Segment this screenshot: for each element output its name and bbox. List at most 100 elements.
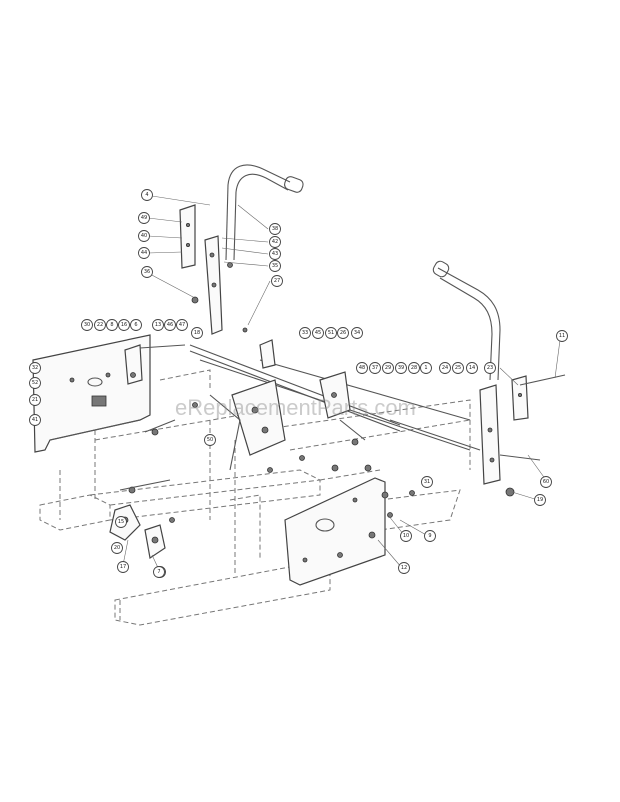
callout-27: 27 xyxy=(271,275,283,287)
callout-label: 18 xyxy=(194,330,200,336)
callout-10: 10 xyxy=(400,530,412,542)
callout-30: 30 xyxy=(81,319,93,331)
callout-label: 30 xyxy=(84,322,90,328)
right-hardware xyxy=(169,262,515,523)
callout-8: 8 xyxy=(106,319,118,331)
callout-13: 13 xyxy=(152,319,164,331)
callout-label: 19 xyxy=(537,497,543,503)
callout-circle xyxy=(312,327,324,339)
callout-label: 50 xyxy=(207,437,213,443)
callout-label: 52 xyxy=(32,380,38,386)
callout-circle xyxy=(408,362,420,374)
callout-41: 41 xyxy=(29,414,41,426)
callout-circle xyxy=(299,327,311,339)
callout-18: 18 xyxy=(191,327,203,339)
callout-37: 37 xyxy=(369,362,381,374)
callout-7: 7 xyxy=(153,566,165,578)
cross-shafts xyxy=(189,344,566,461)
callout-circle xyxy=(94,319,106,331)
callout-label: 6 xyxy=(134,322,137,328)
callout-47: 47 xyxy=(176,319,188,331)
left-steering-handle xyxy=(179,164,304,335)
right-side-plate xyxy=(284,477,386,586)
callout-circle xyxy=(420,362,432,374)
callout-label: 21 xyxy=(32,397,38,403)
callout-34: 34 xyxy=(351,327,363,339)
callout-35: 35 xyxy=(269,260,281,272)
callout-circle xyxy=(111,542,123,554)
callout-39: 39 xyxy=(395,362,407,374)
callout-circle xyxy=(540,476,552,488)
callout-circle xyxy=(398,562,410,574)
callout-label: 24 xyxy=(442,365,448,371)
callout-32: 32 xyxy=(29,362,41,374)
callout-label: 8 xyxy=(110,322,113,328)
callout-20: 20 xyxy=(111,542,123,554)
callout-label: 13 xyxy=(155,322,161,328)
callout-circle xyxy=(117,561,129,573)
callout-circle xyxy=(29,394,41,406)
callout-circle xyxy=(176,319,188,331)
callout-circle xyxy=(118,319,130,331)
callout-33: 33 xyxy=(299,327,311,339)
callout-label: 31 xyxy=(424,479,430,485)
callout-circle xyxy=(382,362,394,374)
callout-label: 43 xyxy=(272,251,278,257)
callout-label: 4 xyxy=(145,192,148,198)
callout-14: 14 xyxy=(466,362,478,374)
callout-circle xyxy=(138,212,150,224)
callout-45: 45 xyxy=(312,327,324,339)
callout-label: 36 xyxy=(144,269,150,275)
callout-circle xyxy=(29,362,41,374)
callout-label: 16 xyxy=(121,322,127,328)
callout-38: 38 xyxy=(269,223,281,235)
callout-25: 25 xyxy=(452,362,464,374)
callout-label: 47 xyxy=(179,322,185,328)
callout-circle xyxy=(484,362,496,374)
callout-circle xyxy=(356,362,368,374)
callout-label: 45 xyxy=(315,330,321,336)
callout-29: 29 xyxy=(382,362,394,374)
callout-21: 21 xyxy=(29,394,41,406)
callout-circle xyxy=(269,248,281,260)
callout-label: 51 xyxy=(328,330,334,336)
leader-lines xyxy=(122,195,561,573)
callout-31: 31 xyxy=(421,476,433,488)
callout-49: 49 xyxy=(138,212,150,224)
callout-52: 52 xyxy=(29,377,41,389)
callout-circle xyxy=(81,319,93,331)
callout-label: 48 xyxy=(359,365,365,371)
callout-23: 23 xyxy=(484,362,496,374)
callout-51: 51 xyxy=(325,327,337,339)
callout-circle xyxy=(424,530,436,542)
callout-28: 28 xyxy=(408,362,420,374)
callout-label: 37 xyxy=(372,365,378,371)
callout-label: 23 xyxy=(487,365,493,371)
callout-circle xyxy=(534,494,546,506)
callout-circle xyxy=(138,247,150,259)
callout-label: 44 xyxy=(141,250,147,256)
callout-circle xyxy=(106,319,118,331)
right-steering-handle xyxy=(432,260,529,485)
callout-40: 40 xyxy=(138,230,150,242)
callout-24: 24 xyxy=(439,362,451,374)
callout-label: 7 xyxy=(157,569,160,575)
callout-circle xyxy=(269,223,281,235)
callout-label: 35 xyxy=(272,263,278,269)
callout-circle xyxy=(271,275,283,287)
callout-label: 39 xyxy=(398,365,404,371)
callout-circle xyxy=(325,327,337,339)
callout-22: 22 xyxy=(94,319,106,331)
callout-circle xyxy=(152,319,164,331)
callout-circle xyxy=(153,566,165,578)
callout-circle xyxy=(556,330,568,342)
callout-9: 9 xyxy=(424,530,436,542)
callout-circle xyxy=(369,362,381,374)
callout-label: 27 xyxy=(274,278,280,284)
callout-6: 6 xyxy=(130,319,142,331)
callout-label: 14 xyxy=(469,365,475,371)
callout-4: 4 xyxy=(141,189,153,201)
callout-label: 28 xyxy=(411,365,417,371)
